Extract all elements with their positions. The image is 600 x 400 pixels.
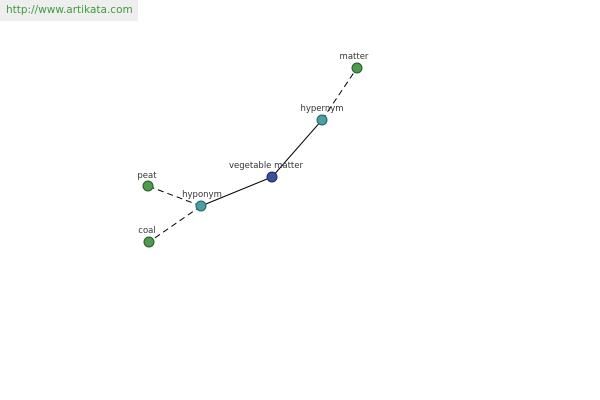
node-hyponym-label: hyponym [182,190,222,200]
node-hypernym-label: hypernym [300,104,343,114]
node-hypernym[interactable]: hypernym [300,104,344,126]
node-hypernym-dot [316,114,328,126]
site-link[interactable]: http://www.artikata.com [6,4,133,16]
node-center[interactable]: vegetable matter [229,161,303,183]
node-peat-dot [142,180,154,192]
node-matter-label: matter [340,52,369,62]
edge-hyponym-coal [148,205,202,243]
node-peat[interactable]: peat [137,171,157,192]
node-matter-dot [351,62,363,74]
node-coal-label: coal [138,226,155,236]
edge-hypernym-matter [321,67,358,121]
site-banner: http://www.artikata.com [0,0,138,21]
node-hyponym-dot [195,200,207,212]
edge-center-hypernym [271,119,323,178]
node-coal[interactable]: coal [138,226,156,248]
node-center-dot [266,171,278,183]
node-peat-label: peat [137,171,157,181]
edge-center-hyponym [200,176,273,207]
node-center-label: vegetable matter [229,161,303,171]
node-matter[interactable]: matter [340,52,369,74]
node-coal-dot [143,236,155,248]
node-hyponym[interactable]: hyponym [182,190,222,212]
